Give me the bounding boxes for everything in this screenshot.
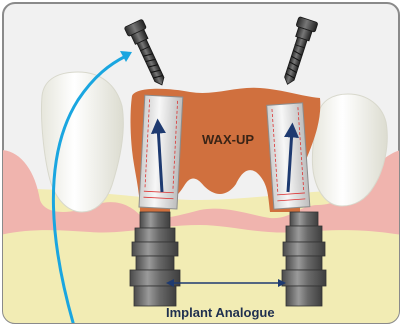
right-sleeve (267, 103, 310, 209)
implant-analogue-icon (282, 212, 326, 306)
implant-analogue-label: Implant Analogue (166, 305, 275, 320)
wax-up-label: WAX-UP (202, 132, 254, 147)
